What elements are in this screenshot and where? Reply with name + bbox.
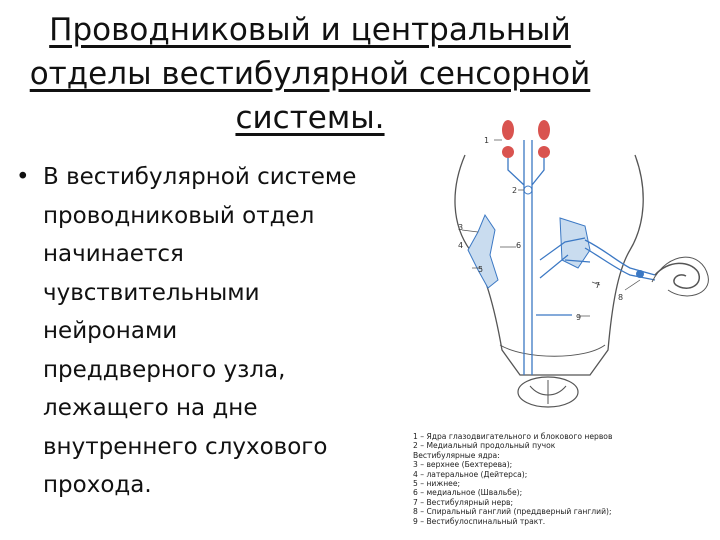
nucleus-right-upper: [538, 120, 550, 140]
legend-line: 8 – Спиральный ганглий (преддверный ганг…: [413, 507, 612, 517]
bullet-line: внутреннего слухового: [43, 433, 328, 460]
nucleus-left-lower: [502, 146, 514, 158]
spinal-cord-grey-matter: [529, 380, 567, 404]
bullet-line: нейронами: [43, 318, 178, 344]
legend-line: 9 – Вестибулоспинальный тракт.: [413, 516, 546, 526]
nucleus-right-lower: [538, 146, 550, 158]
title-line: системы.: [235, 100, 385, 136]
bullet-line: проводниковый отдел: [43, 202, 315, 229]
legend-line: 1 – Ядра глазодвигательного и блокового …: [413, 432, 613, 441]
callout-label-1: 1: [484, 136, 489, 145]
bullet-line: чувствительными: [43, 279, 260, 306]
vestibular-nuclei-left: [467, 213, 499, 289]
bullet-marker: •: [16, 164, 30, 190]
slide-title: Проводниковый и центральный отделы вести…: [10, 8, 610, 140]
spinal-cord-section: [517, 376, 579, 408]
title-line: отделы вестибулярной сенсорной: [29, 56, 591, 92]
bullet-line: лежащего на дне: [43, 395, 258, 421]
figure-legend: 1 – Ядра глазодвигательного и блокового …: [413, 432, 713, 526]
callout-label-9: 9: [576, 313, 581, 322]
pathway-node: [523, 185, 533, 195]
bullet-line: преддверного узла,: [43, 356, 286, 383]
title-line: Проводниковый и центральный: [49, 12, 571, 48]
bullet-line: В вестибулярной системе: [43, 164, 357, 190]
legend-line: 2 – Медиальный продольный пучок: [413, 441, 556, 451]
vestibular-pathway-diagram: 1 2 3 4 5 6 7 8 9: [454, 120, 709, 408]
legend-line: 7 – Вестибулярный нерв;: [413, 497, 514, 507]
bullet-line: начинается: [43, 241, 184, 267]
callout-label-6: 6: [516, 241, 521, 250]
legend-line: 3 – верхнее (Бехтерева);: [413, 460, 513, 470]
callout-label-8: 8: [618, 293, 623, 302]
labyrinth-canal-outer: [651, 256, 709, 297]
nucleus-left-upper: [502, 120, 514, 140]
legend-line: 5 – нижнее;: [413, 479, 461, 489]
bullet-item: • В вестибулярной системе проводниковый …: [16, 158, 396, 505]
legend-line: Вестибулярные ядра:: [413, 450, 500, 460]
bullet-text: В вестибулярной системе проводниковый от…: [43, 158, 396, 505]
callout-label-4: 4: [458, 241, 463, 250]
bullet-line: прохода.: [43, 472, 152, 498]
callout-label-7: 7: [595, 281, 600, 290]
callout-leaders: [461, 139, 641, 317]
brainstem-outline: [454, 154, 644, 376]
legend-line: 4 – латеральное (Дейтерса);: [413, 469, 528, 479]
vestibular-ganglion: [636, 270, 644, 278]
medial-longitudinal-fasciculus: [507, 140, 545, 375]
callout-label-5: 5: [478, 265, 483, 274]
vestibular-nerve: [584, 239, 656, 281]
legend-line: 6 – медиальное (Швальбе);: [413, 488, 523, 498]
brainstem-notch: [499, 344, 606, 357]
callout-label-3: 3: [458, 223, 463, 232]
vestibulospinal-tract: [536, 237, 591, 316]
callout-label-2: 2: [512, 186, 517, 195]
labyrinth-canal: [654, 262, 701, 289]
